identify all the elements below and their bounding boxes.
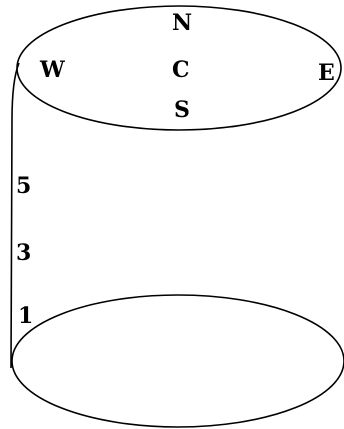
bottom-ellipse <box>11 294 344 428</box>
north-label: N <box>172 10 192 36</box>
east-label: E <box>318 60 335 86</box>
height-mark-3: 3 <box>16 240 31 266</box>
height-mark-5: 5 <box>16 173 31 199</box>
height-mark-1: 1 <box>18 303 33 329</box>
south-label: S <box>174 97 190 123</box>
center-label: C <box>172 57 190 83</box>
left-side-line <box>10 62 20 369</box>
west-label: W <box>39 57 65 83</box>
